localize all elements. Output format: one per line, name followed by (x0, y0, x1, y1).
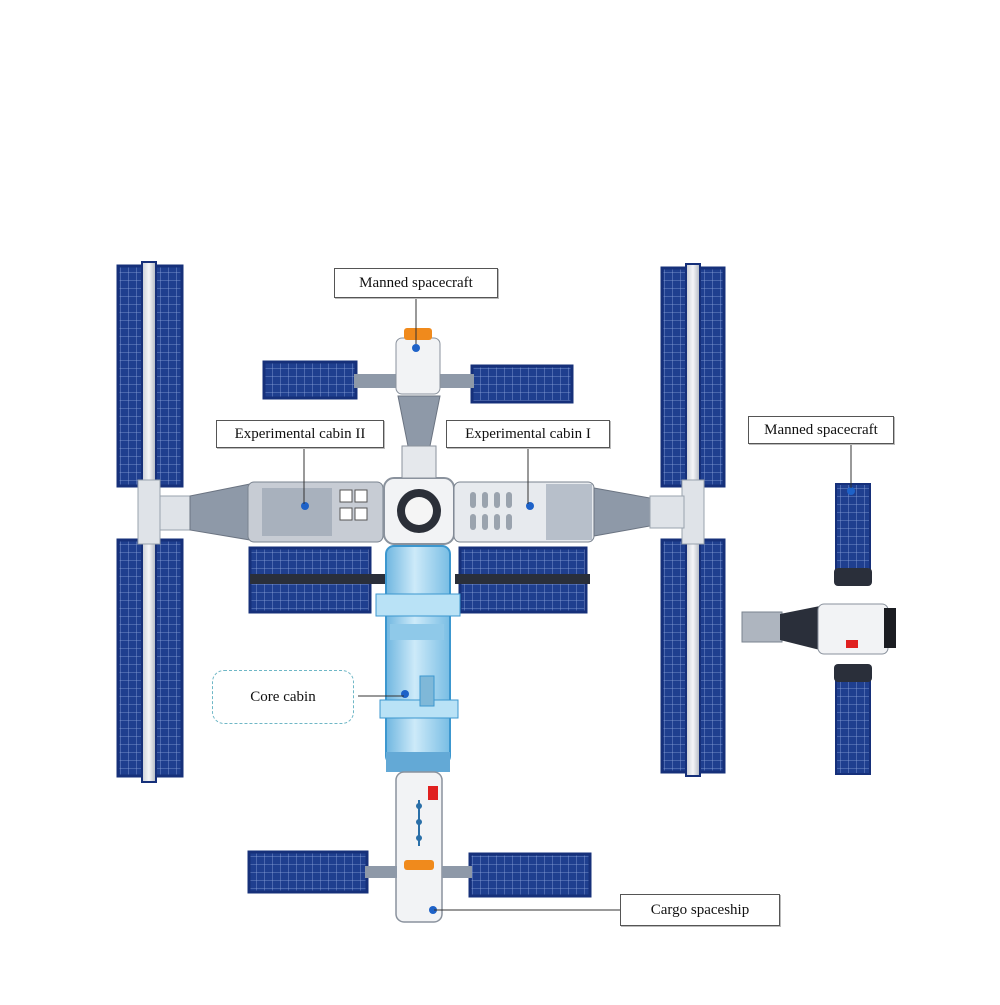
label-core-cabin: Core cabin (212, 670, 354, 724)
left-solar-array (116, 261, 184, 783)
label-experimental-cabin-1: Experimental cabin I (446, 420, 610, 448)
core-cabin-module (375, 545, 461, 772)
experimental-cabin-2-module (159, 481, 385, 614)
leader-lines (303, 298, 852, 911)
right-manned-spacecraft-module (741, 483, 896, 775)
label-cargo-spaceship: Cargo spaceship (620, 894, 780, 926)
label-manned-spacecraft-top: Manned spacecraft (334, 268, 498, 298)
label-manned-spacecraft-right: Manned spacecraft (748, 416, 894, 444)
top-manned-spacecraft-module (262, 328, 574, 479)
central-node (383, 477, 455, 545)
label-experimental-cabin-2: Experimental cabin II (216, 420, 384, 448)
experimental-cabin-1-module (453, 481, 685, 614)
right-solar-array (660, 263, 726, 777)
cargo-spaceship-module (247, 771, 592, 923)
